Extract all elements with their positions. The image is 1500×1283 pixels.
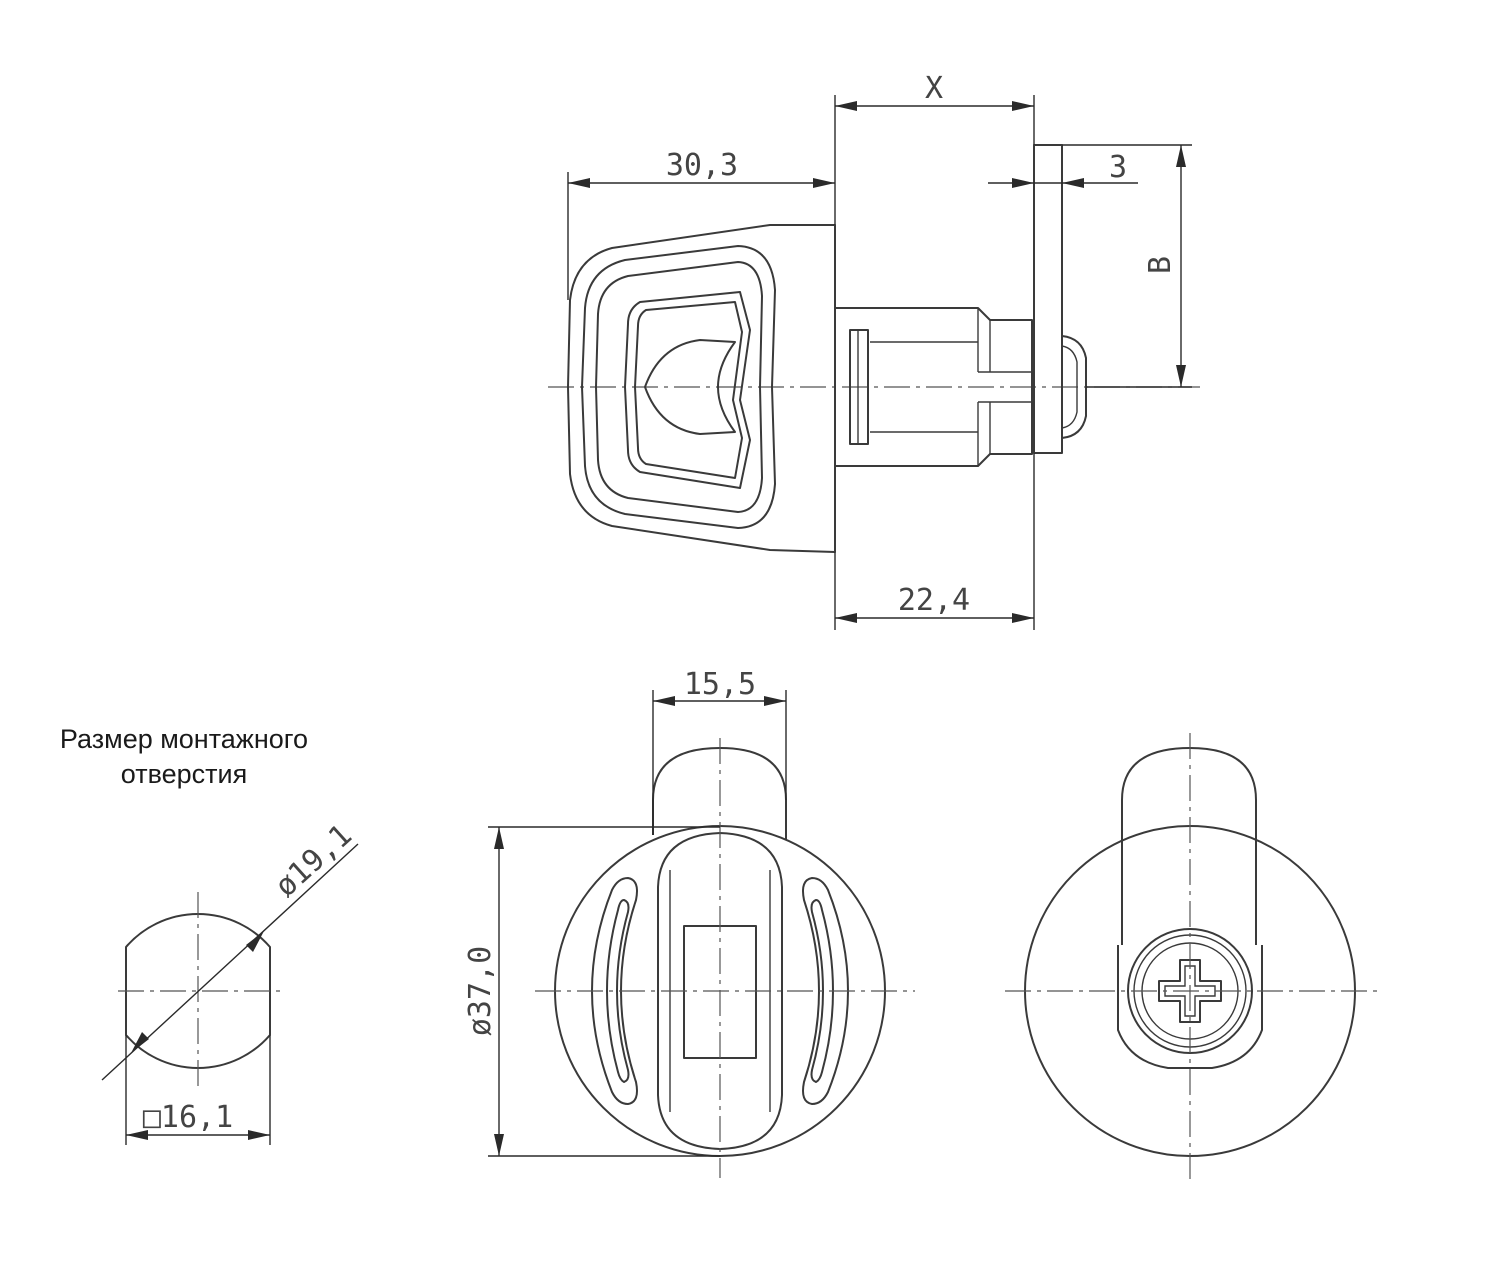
- dim-19-arrow-bottom: [131, 1032, 149, 1053]
- dim-x-label: X: [925, 71, 943, 106]
- dim-16-arrow-right: [248, 1130, 270, 1140]
- dim-16-arrow-left: [126, 1130, 148, 1140]
- washer: [849, 329, 869, 445]
- dim-b-arrow-top: [1176, 145, 1186, 167]
- rear-view: [1005, 733, 1380, 1180]
- dim-37-arrow-top: [494, 827, 504, 849]
- dim-30-label: 30,3: [666, 148, 738, 183]
- rear-cam-bar: [1121, 747, 1257, 945]
- mounting-hole-view: Размер монтажного отверстия ø19,1 □16,1: [60, 724, 359, 1145]
- dim-22-arrow-left: [835, 613, 857, 623]
- dim-22-label: 22,4: [898, 583, 970, 618]
- dim-22-arrow-right: [1012, 613, 1034, 623]
- dim-b-label: B: [1143, 256, 1178, 274]
- dim-15-arrow-left: [653, 696, 675, 706]
- rear-cam-end: [1117, 945, 1263, 1069]
- dim-30-arrow-left: [568, 178, 590, 188]
- keyhole-shape: [644, 339, 736, 435]
- key-head-outline: [567, 224, 836, 553]
- dim-19-arrow-top: [246, 931, 264, 952]
- dim-b-arrow-bottom: [1176, 365, 1186, 387]
- dim-3-arrow-left: [1012, 178, 1034, 188]
- dim-3-arrow-right: [1062, 178, 1084, 188]
- dim-37-label: ø37,0: [463, 946, 498, 1036]
- key-head-inner-2: [595, 261, 763, 513]
- front-left-slot-inner: [606, 899, 630, 1083]
- dim-3-label: 3: [1109, 150, 1127, 185]
- dim-16-label: □16,1: [143, 1100, 233, 1135]
- front-left-slot-outer: [591, 877, 638, 1105]
- front-right-slot-outer: [802, 877, 849, 1105]
- key-head-inner-1: [581, 245, 776, 529]
- dim-x-arrow-left: [835, 101, 857, 111]
- caption-line-2: отверстия: [121, 759, 247, 789]
- dim-37-arrow-bottom: [494, 1134, 504, 1156]
- cam-plate: [1033, 144, 1063, 454]
- dim-15-label: 15,5: [684, 667, 756, 702]
- dim-x-arrow-right: [1012, 101, 1034, 111]
- dim-30-arrow-right: [813, 178, 835, 188]
- phillips-cross-inner: [1164, 965, 1216, 1017]
- caption-line-1: Размер монтажного: [60, 724, 308, 754]
- front-right-slot-inner: [810, 899, 834, 1083]
- screw-head-inner: [1061, 345, 1078, 429]
- lock-shaft: [835, 307, 1033, 467]
- dim-15-arrow-right: [764, 696, 786, 706]
- key-head-recess-inner: [634, 301, 743, 479]
- dim-19-label: ø19,1: [268, 818, 359, 904]
- phillips-cross-icon: [1158, 959, 1222, 1023]
- front-view: 15,5 ø37,0: [463, 667, 915, 1178]
- front-grip-center: [657, 832, 783, 1150]
- key-head-recess: [624, 291, 751, 489]
- side-view: X 30,3 3 B 22,4: [548, 71, 1200, 630]
